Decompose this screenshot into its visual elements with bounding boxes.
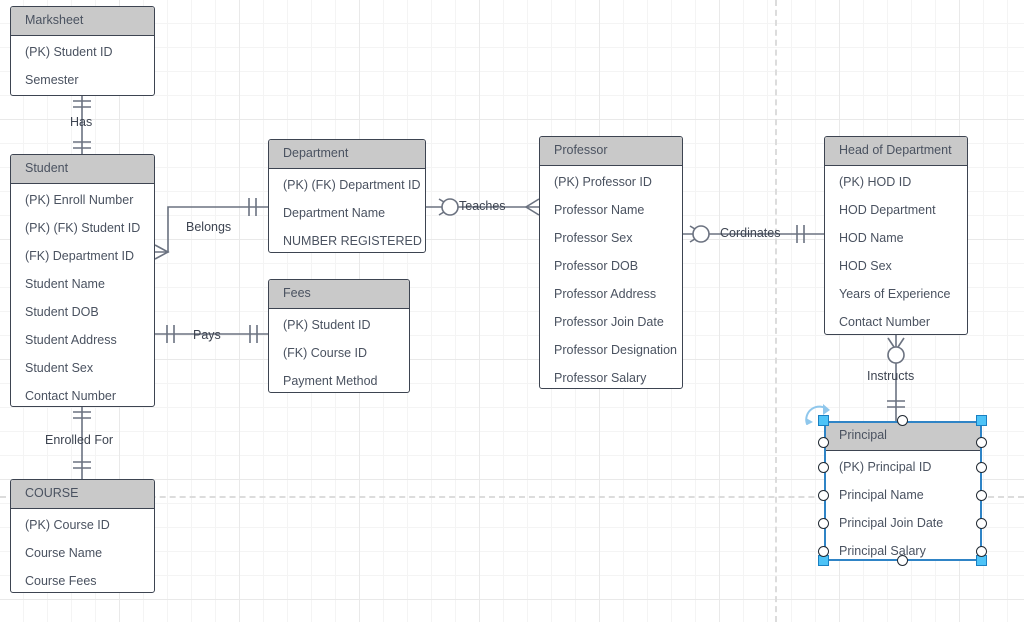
relationship-label-teaches: Teaches [459,199,506,213]
connection-point-right-5[interactable] [976,546,987,557]
entity-title: Department [269,140,425,169]
attribute-row: Student Name [25,277,105,291]
resize-handle-bottom-center[interactable] [897,555,908,566]
attribute-row: Semester [25,73,79,87]
resize-handle-top-right[interactable] [976,415,987,426]
connection-point-right-3[interactable] [976,490,987,501]
entity-title: COURSE [11,480,154,509]
entity-head-of-department[interactable]: Head of Department (PK) HOD ID HOD Depar… [824,136,968,335]
attribute-row: (PK) Student ID [25,45,113,59]
entity-fees[interactable]: Fees (PK) Student ID (FK) Course ID Paym… [268,279,410,393]
attribute-row: HOD Sex [839,259,892,273]
entity-marksheet[interactable]: Marksheet (PK) Student ID Semester [10,6,155,96]
attribute-row: Contact Number [839,315,931,329]
attribute-row: (PK) Principal ID [839,460,932,474]
attribute-row: Course Name [25,546,103,560]
rotate-handle-icon [805,404,830,425]
attribute-row: (PK) Enroll Number [25,193,134,207]
connector-belongs [155,206,268,253]
attribute-row: Professor Designation [554,343,677,357]
relationship-label-has: Has [70,115,93,129]
entity-student[interactable]: Student (PK) Enroll Number (PK) (FK) Stu… [10,154,155,407]
attribute-list: (PK) Enroll Number (PK) (FK) Student ID … [11,184,154,406]
attribute-row: Professor Address [554,287,657,301]
attribute-row: Student Address [25,333,117,347]
attribute-row: Professor Sex [554,231,633,245]
entity-course[interactable]: COURSE (PK) Course ID Course Name Course… [10,479,155,593]
attribute-row: (PK) HOD ID [839,175,912,189]
attribute-row: Payment Method [283,374,378,388]
attribute-row: Course Fees [25,574,97,588]
attribute-row: Principal Salary [839,544,926,558]
attribute-list: (PK) (FK) Department ID Department Name … [269,169,425,252]
attribute-row: Department Name [283,206,386,220]
attribute-row: Professor Salary [554,371,647,385]
connection-point-left-1[interactable] [818,437,829,448]
resize-handle-top-center[interactable] [897,415,908,426]
attribute-row: HOD Department [839,203,936,217]
entity-title: Principal [825,422,981,451]
attribute-row: Contact Number [25,389,117,403]
relationship-label-enrolled-for: Enrolled For [45,433,114,447]
attribute-row: Principal Join Date [839,516,944,530]
attribute-row: HOD Name [839,231,904,245]
attribute-list: (PK) Course ID Course Name Course Fees [11,509,154,592]
attribute-list: (PK) Principal ID Principal Name Princip… [825,451,981,560]
entity-title: Professor [540,137,682,166]
entity-title: Student [11,155,154,184]
attribute-row: NUMBER REGISTERED [283,234,422,248]
attribute-row: Professor Join Date [554,315,664,329]
attribute-list: (PK) Student ID (FK) Course ID Payment M… [269,309,409,392]
attribute-row: (FK) Department ID [25,249,135,263]
connection-point-left-5[interactable] [818,546,829,557]
attribute-row: Principal Name [839,488,924,502]
connection-point-left-2[interactable] [818,462,829,473]
attribute-row: Professor DOB [554,259,639,273]
alignment-guide-vertical [775,0,777,622]
entity-principal[interactable]: Principal (PK) Principal ID Principal Na… [824,421,982,561]
relationship-label-cordinates: Cordinates [720,226,781,240]
entity-title: Marksheet [11,7,154,36]
alignment-guide-horizontal [0,496,1024,498]
connection-point-left-4[interactable] [818,518,829,529]
attribute-row: Student Sex [25,361,94,375]
attribute-row: Student DOB [25,305,99,319]
attribute-row: (PK) Professor ID [554,175,652,189]
attribute-row: (PK) Student ID [283,318,371,332]
attribute-row: (PK) Course ID [25,518,110,532]
connection-point-right-4[interactable] [976,518,987,529]
attribute-row: Professor Name [554,203,645,217]
connection-point-left-3[interactable] [818,490,829,501]
resize-handle-top-left[interactable] [818,415,829,426]
attribute-row: (FK) Course ID [283,346,368,360]
attribute-list: (PK) Professor ID Professor Name Profess… [540,166,682,388]
attribute-row: (PK) (FK) Student ID [25,221,141,235]
attribute-row: Years of Experience [839,287,951,301]
attribute-list: (PK) HOD ID HOD Department HOD Name HOD … [825,166,967,334]
attribute-list: (PK) Student ID Semester [11,36,154,95]
relationship-label-instructs: Instructs [867,369,915,383]
relationship-label-pays: Pays [193,328,221,342]
connection-point-right-2[interactable] [976,462,987,473]
attribute-row: (PK) (FK) Department ID [283,178,421,192]
entity-department[interactable]: Department (PK) (FK) Department ID Depar… [268,139,426,253]
entity-professor[interactable]: Professor (PK) Professor ID Professor Na… [539,136,683,389]
entity-title: Head of Department [825,137,967,166]
entity-title: Fees [269,280,409,309]
relationship-label-belongs: Belongs [186,220,232,234]
connection-point-right-1[interactable] [976,437,987,448]
